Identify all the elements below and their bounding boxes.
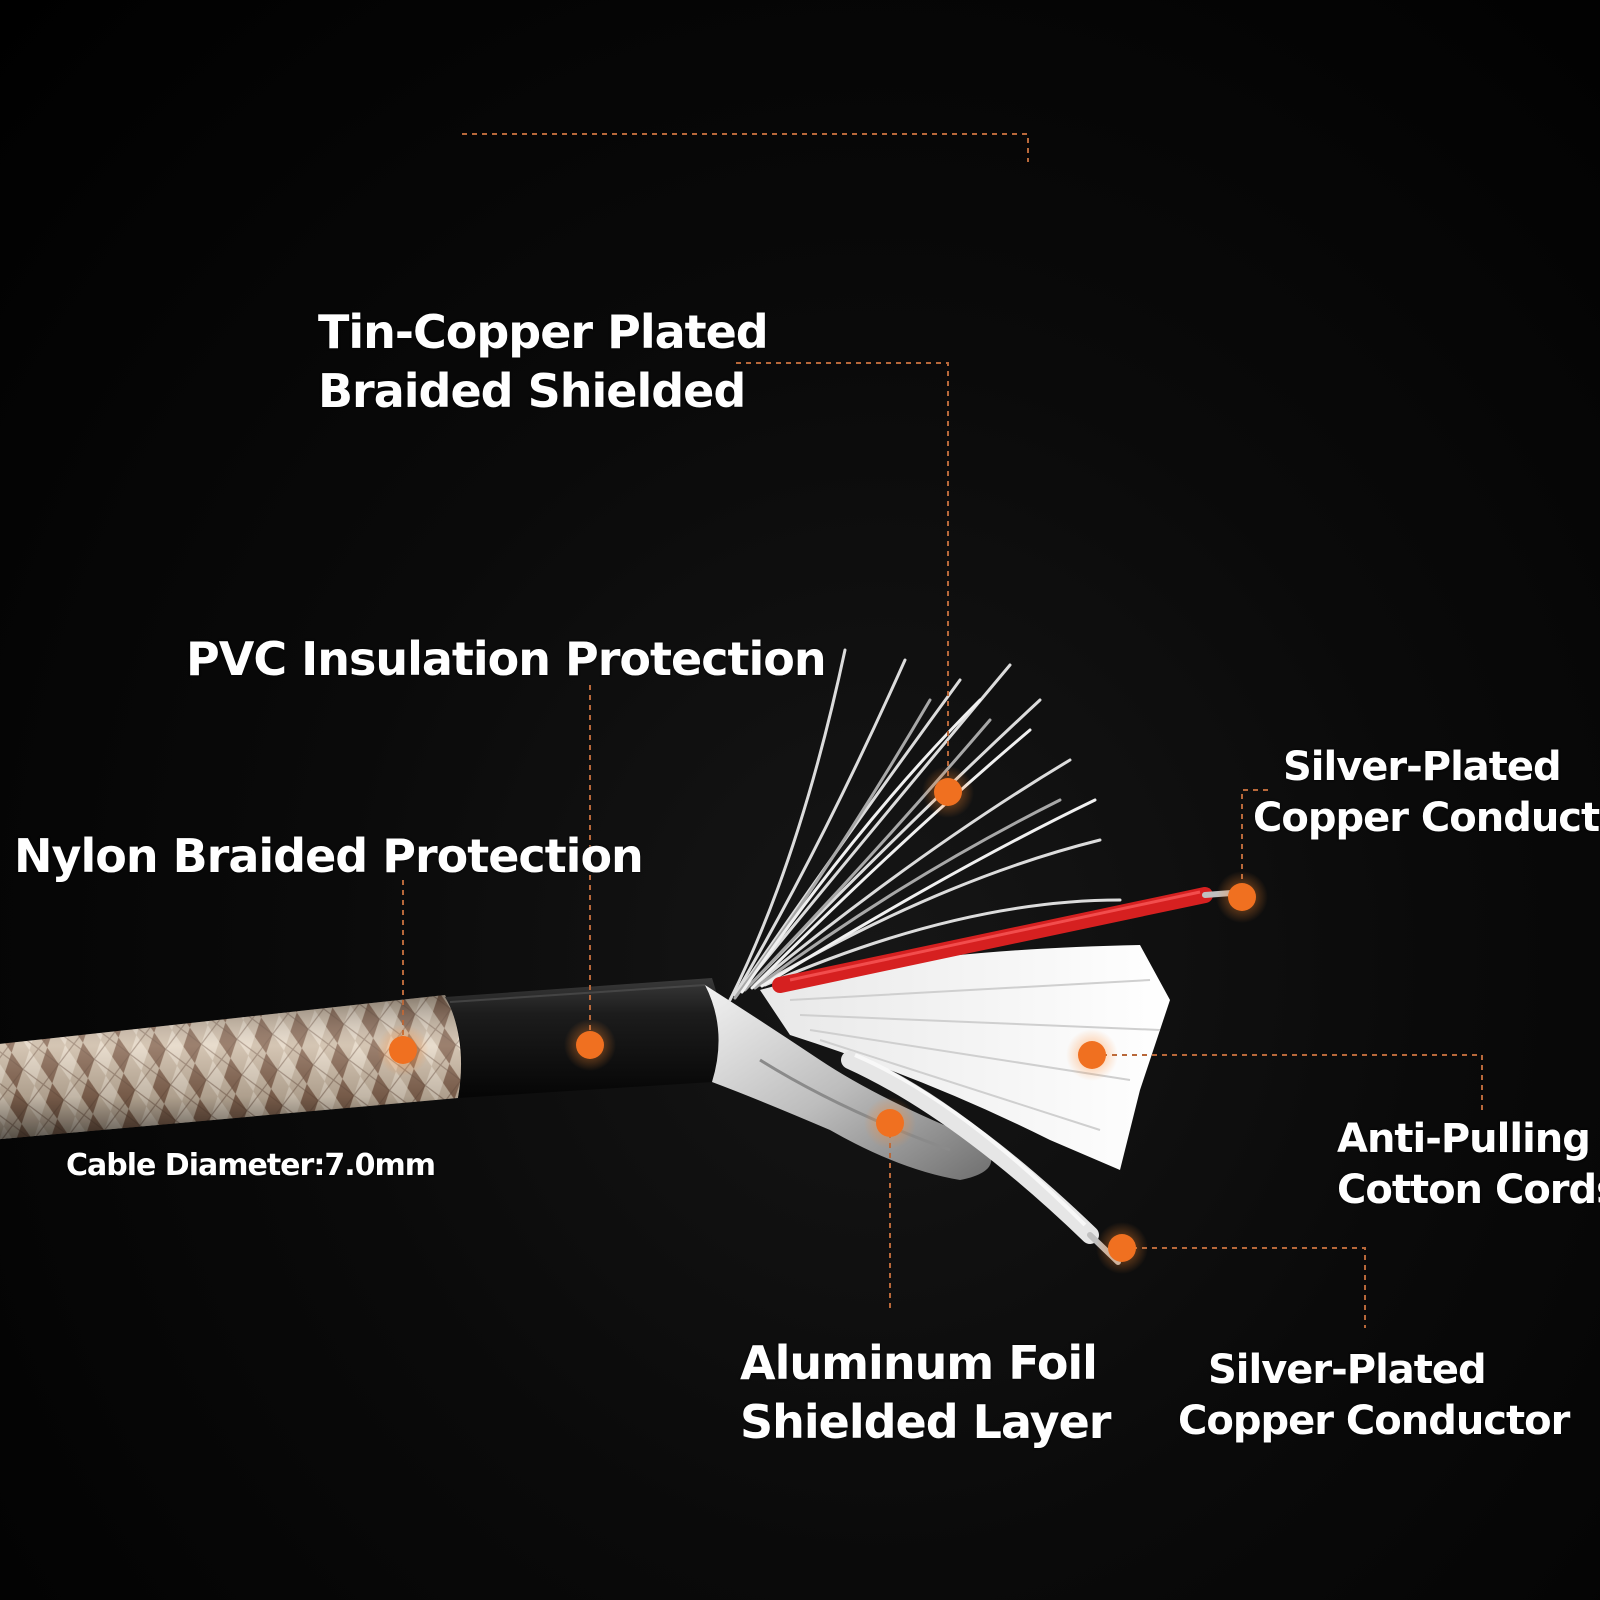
label-tin-copper-line2: Braided Shielded: [318, 363, 746, 418]
label-cable-diameter: Cable Diameter:7.0mm: [66, 1148, 436, 1183]
label-anti-pulling-cords: Anti-Pulling Cotton Cords: [1337, 1114, 1600, 1216]
silver-bottom-leader: [1122, 1247, 1366, 1328]
cotton-cords-section: [760, 945, 1170, 1170]
label-silver-plated-bottom: Silver-Plated Copper Conductor: [1178, 1345, 1570, 1447]
top-decor-line: [462, 133, 1029, 162]
callout-dots: [377, 766, 1268, 1274]
label-pvc-insulation: PVC Insulation Protection: [186, 632, 827, 686]
dot-silver-top: [1216, 871, 1268, 923]
dot-pvc: [564, 1019, 616, 1071]
label-tin-copper-line1: Tin-Copper Plated: [318, 305, 769, 359]
label-silver-bottom-line2: Copper Conductor: [1178, 1398, 1570, 1445]
dot-silver-bottom: [1096, 1222, 1148, 1274]
label-silver-top-line2: Copper Conductor: [1253, 795, 1600, 842]
anti-pulling-leader: [1092, 1054, 1483, 1110]
leader-lines: [402, 133, 1483, 1328]
label-silver-top-line1: Silver-Plated: [1283, 744, 1562, 790]
label-anti-pulling-line2: Cotton Cords: [1337, 1167, 1600, 1214]
aluminum-foil-section: [705, 985, 992, 1180]
dot-nylon: [377, 1024, 429, 1076]
nylon-braided-section: [0, 995, 461, 1140]
label-tin-copper-braided: Tin-Copper Plated Braided Shielded: [318, 303, 769, 421]
dot-anti-pulling: [1066, 1029, 1118, 1081]
label-silver-plated-top: Silver-Plated Copper Conductor: [1253, 742, 1600, 844]
label-anti-pulling-line1: Anti-Pulling: [1337, 1116, 1591, 1162]
dot-aluminum: [864, 1097, 916, 1149]
tin-copper-leader: [736, 362, 949, 792]
dot-tin-copper: [922, 766, 974, 818]
label-nylon-braided: Nylon Braided Protection: [14, 829, 644, 883]
label-silver-bottom-line1: Silver-Plated: [1208, 1347, 1487, 1393]
label-aluminum-line2: Shielded Layer: [740, 1394, 1111, 1449]
label-aluminum-foil: Aluminum Foil Shielded Layer: [740, 1334, 1111, 1452]
label-aluminum-line1: Aluminum Foil: [740, 1336, 1098, 1390]
